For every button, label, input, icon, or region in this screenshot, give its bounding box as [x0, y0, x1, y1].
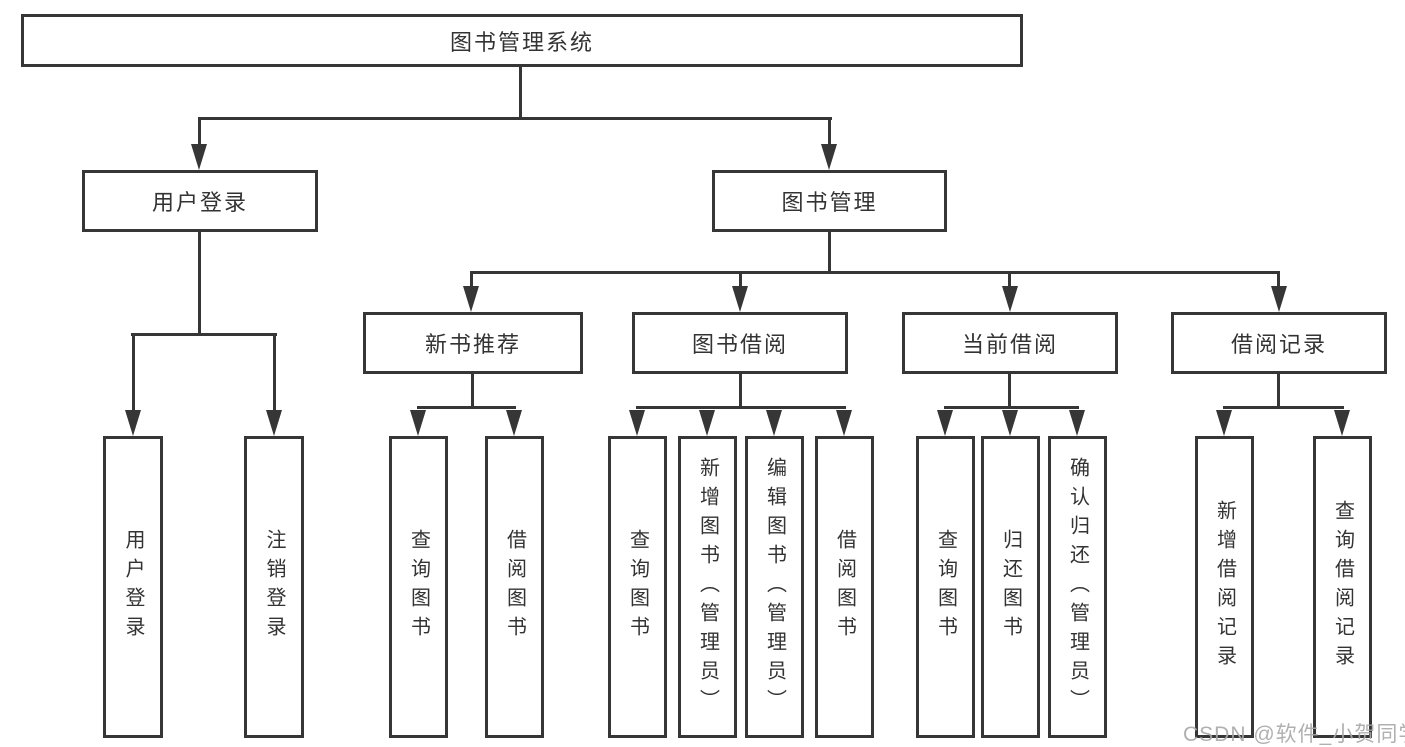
arrow-down-icon [937, 410, 953, 436]
arrow-down-icon [1334, 410, 1350, 436]
edge-current-borrow-hbar [944, 406, 1079, 409]
leaf-newbook-borrow: 借阅图书 [485, 436, 544, 738]
leaf-add-borrow-record: 新增借阅记录 [1195, 436, 1254, 738]
edge-to-leaf-user-login [132, 333, 135, 413]
leaf-borrow-book-label: 借阅图书 [833, 529, 856, 645]
node-current-borrow-label: 当前借阅 [961, 332, 1058, 357]
node-book-management-label: 图书管理 [781, 190, 878, 215]
leaf-borrow-book: 借阅图书 [815, 436, 874, 738]
edge-to-book-management [828, 117, 831, 149]
arrow-down-icon [699, 410, 715, 436]
edge-current-borrow-stem [1008, 374, 1011, 409]
edge-book-borrow-hbar [636, 406, 846, 409]
edge-user-login-hbar [131, 333, 277, 336]
edge-borrow-records-stem [1277, 374, 1280, 409]
edge-to-user-login [198, 117, 201, 149]
arrow-down-icon [629, 410, 645, 436]
edge-level1-hbar [198, 117, 832, 120]
leaf-borrow-add-book-label: 新增图书（管理员） [696, 456, 719, 718]
leaf-borrow-query: 查询图书 [608, 436, 667, 738]
edge-new-book-hbar [417, 406, 516, 409]
edge-to-current-borrow [1008, 271, 1011, 289]
leaf-borrow-query-label: 查询图书 [626, 529, 649, 645]
leaf-logout: 注销登录 [244, 436, 304, 738]
leaf-logout-label: 注销登录 [263, 529, 285, 645]
leaf-query-borrow-record-label: 查询借阅记录 [1331, 500, 1354, 674]
leaf-confirm-return: 确认归还（管理员） [1048, 436, 1107, 738]
leaf-newbook-borrow-label: 借阅图书 [503, 529, 526, 645]
leaf-borrow-edit-book-label: 编辑图书（管理员） [763, 456, 786, 718]
node-book-borrow-label: 图书借阅 [691, 332, 788, 357]
edge-to-book-borrow [739, 271, 742, 289]
edge-new-book-stem [471, 374, 474, 409]
arrow-down-icon [821, 144, 837, 170]
node-new-book-recommend-label: 新书推荐 [424, 332, 521, 357]
arrow-down-icon [191, 144, 207, 170]
edge-borrow-records-hbar [1223, 406, 1344, 409]
arrow-down-icon [836, 410, 852, 436]
leaf-user-login: 用户登录 [103, 436, 163, 738]
edge-to-leaf-logout [273, 333, 276, 413]
arrow-down-icon [766, 410, 782, 436]
leaf-confirm-return-label: 确认归还（管理员） [1066, 456, 1089, 718]
arrow-down-icon [463, 286, 479, 312]
edge-to-new-book [470, 271, 473, 289]
leaf-return-book-label: 归还图书 [999, 529, 1022, 645]
node-borrow-records-label: 借阅记录 [1230, 332, 1327, 357]
leaf-query-borrow-record: 查询借阅记录 [1313, 436, 1372, 738]
node-book-management: 图书管理 [712, 170, 947, 232]
arrow-down-icon [266, 410, 282, 436]
arrow-down-icon [506, 410, 522, 436]
leaf-current-query-label: 查询图书 [934, 529, 957, 645]
node-current-borrow: 当前借阅 [902, 312, 1118, 374]
arrow-down-icon [1271, 286, 1287, 312]
node-new-book-recommend: 新书推荐 [363, 312, 583, 374]
node-user-login: 用户登录 [82, 170, 318, 232]
edge-user-login-stem [198, 232, 201, 336]
arrow-down-icon [1216, 410, 1232, 436]
node-root: 图书管理系统 [21, 14, 1023, 67]
leaf-borrow-add-book: 新增图书（管理员） [678, 436, 737, 738]
csdn-watermark: CSDN @软件_小贺同学 [1183, 723, 1405, 746]
edge-book-management-stem [828, 232, 831, 274]
arrow-down-icon [410, 410, 426, 436]
arrow-down-icon [125, 410, 141, 436]
node-borrow-records: 借阅记录 [1171, 312, 1387, 374]
arrow-down-icon [1002, 286, 1018, 312]
arrow-down-icon [1069, 410, 1085, 436]
arrow-down-icon [732, 286, 748, 312]
edge-to-borrow-records [1277, 271, 1280, 289]
node-user-login-label: 用户登录 [151, 190, 248, 215]
node-root-label: 图书管理系统 [449, 29, 594, 55]
leaf-borrow-edit-book: 编辑图书（管理员） [745, 436, 804, 738]
leaf-newbook-query-label: 查询图书 [407, 529, 430, 645]
leaf-current-query: 查询图书 [916, 436, 975, 738]
edge-level2-hbar [470, 271, 1280, 274]
arrow-down-icon [1002, 410, 1018, 436]
leaf-newbook-query: 查询图书 [389, 436, 448, 738]
leaf-add-borrow-record-label: 新增借阅记录 [1213, 500, 1236, 674]
leaf-return-book: 归还图书 [981, 436, 1040, 738]
edge-book-borrow-stem [739, 374, 742, 409]
node-book-borrow: 图书借阅 [632, 312, 848, 374]
leaf-user-login-label: 用户登录 [122, 529, 144, 645]
edge-root-stem [519, 66, 522, 120]
